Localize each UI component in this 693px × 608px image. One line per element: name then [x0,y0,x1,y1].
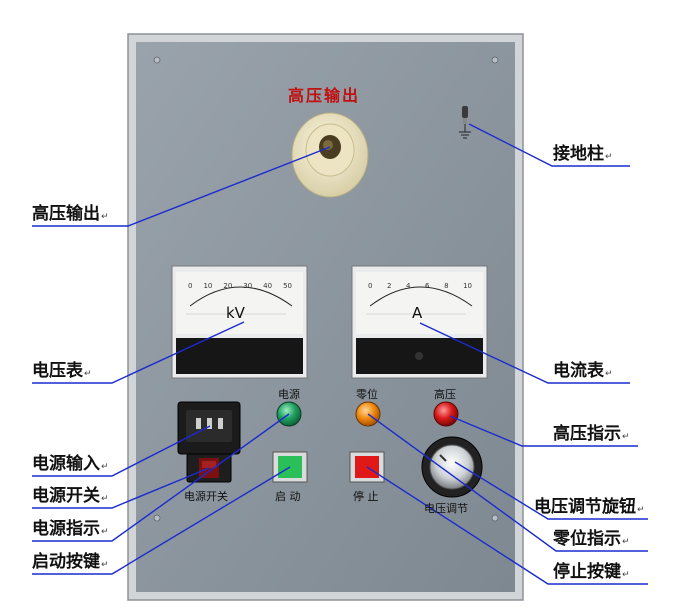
callout-text: 高压输出 [32,204,100,224]
tick-label: 30 [243,282,253,290]
voltmeter-tick-labels: 0 10 20 30 40 50 [188,282,292,290]
callout-power-input: 电源输入↵ [32,454,109,477]
hv-indicator-led [433,401,459,427]
tick-label: 4 [406,282,411,290]
ground-post-icon [459,106,471,139]
callout-voltmeter: 电压表↵ [32,361,92,384]
leader-ammeter [419,322,630,384]
paragraph-mark: ↵ [637,505,645,515]
leader-stop-button [366,466,648,585]
tick-label: 8 [444,282,449,290]
callout-text: 停止按键 [553,562,621,582]
start-label: 启 动 [275,490,301,503]
hv-output-insulator [291,112,369,198]
paragraph-mark: ↵ [622,432,630,442]
callout-text: 电源指示 [32,519,100,539]
voltage-adjust-knob [421,436,483,498]
callout-text: 电流表 [553,361,604,381]
tick-label: 20 [223,282,233,290]
ammeter-tick-labels: 0 2 4 6 8 10 [368,282,472,290]
paragraph-mark: ↵ [605,152,613,162]
leader-hv-indicator [449,415,638,447]
leader-voltage-knob [454,461,648,520]
callout-hv-indicator: 高压指示↵ [553,424,630,447]
screw-icon [153,514,161,522]
voltage-adjust-label: 电压调节 [424,502,468,515]
power-switch-label: 电源开关 [184,490,228,503]
callout-ammeter: 电流表↵ [553,361,613,384]
paragraph-mark: ↵ [622,570,630,580]
callout-power-indicator: 电源指示↵ [32,519,109,542]
tick-label: 10 [463,282,472,290]
tick-label: 40 [263,282,273,290]
leader-zero-indicator [367,413,648,552]
callout-text: 电源输入 [32,454,100,474]
leader-hv-output [32,146,331,227]
screw-icon [491,514,499,522]
power-input-socket [177,401,241,455]
tick-label: 10 [203,282,213,290]
leader-power-indicator [32,413,290,542]
zero-led-label: 零位 [356,388,378,401]
paragraph-mark: ↵ [101,212,109,222]
power-led-label: 电源 [278,388,300,401]
screw-icon [153,56,161,64]
callout-text: 高压指示 [553,424,621,444]
voltmeter-unit: kV [226,304,245,322]
screw-icon [491,56,499,64]
callout-text: 电源开关 [32,486,100,506]
callout-text: 接地柱 [553,144,604,164]
callout-stop-button: 停止按键↵ [553,562,630,585]
leader-power-switch [32,467,210,509]
paragraph-mark: ↵ [101,494,109,504]
callout-text: 启动按键 [32,552,100,572]
leader-ground-post [468,123,630,167]
leader-power-input [32,425,211,477]
hv-led-label: 高压 [434,388,456,401]
tick-label: 0 [188,282,193,290]
callout-power-switch: 电源开关↵ [32,486,109,509]
paragraph-mark: ↵ [605,369,613,379]
tick-label: 6 [425,282,430,290]
callout-text: 零位指示 [553,529,621,549]
callout-hv-output: 高压输出↵ [32,204,109,227]
paragraph-mark: ↵ [84,369,92,379]
leader-start-button [32,466,291,575]
ammeter [351,265,488,379]
callout-text: 电压表 [32,361,83,381]
tick-label: 50 [283,282,292,290]
stop-label: 停 止 [353,490,379,503]
paragraph-mark: ↵ [101,560,109,570]
paragraph-mark: ↵ [101,527,109,537]
tick-label: 2 [387,282,392,290]
paragraph-mark: ↵ [101,462,109,472]
ammeter-unit: A [412,304,423,322]
leader-voltmeter [32,321,245,384]
callout-voltage-knob: 电压调节旋钮↵ [534,497,645,520]
panel-title: 高压输出 [288,86,361,105]
paragraph-mark: ↵ [622,537,630,547]
callout-zero-indicator: 零位指示↵ [553,529,630,552]
tick-label: 0 [368,282,373,290]
callout-start-button: 启动按键↵ [32,552,109,575]
callout-text: 电压调节旋钮 [534,497,636,517]
callout-ground-post: 接地柱↵ [553,144,613,167]
